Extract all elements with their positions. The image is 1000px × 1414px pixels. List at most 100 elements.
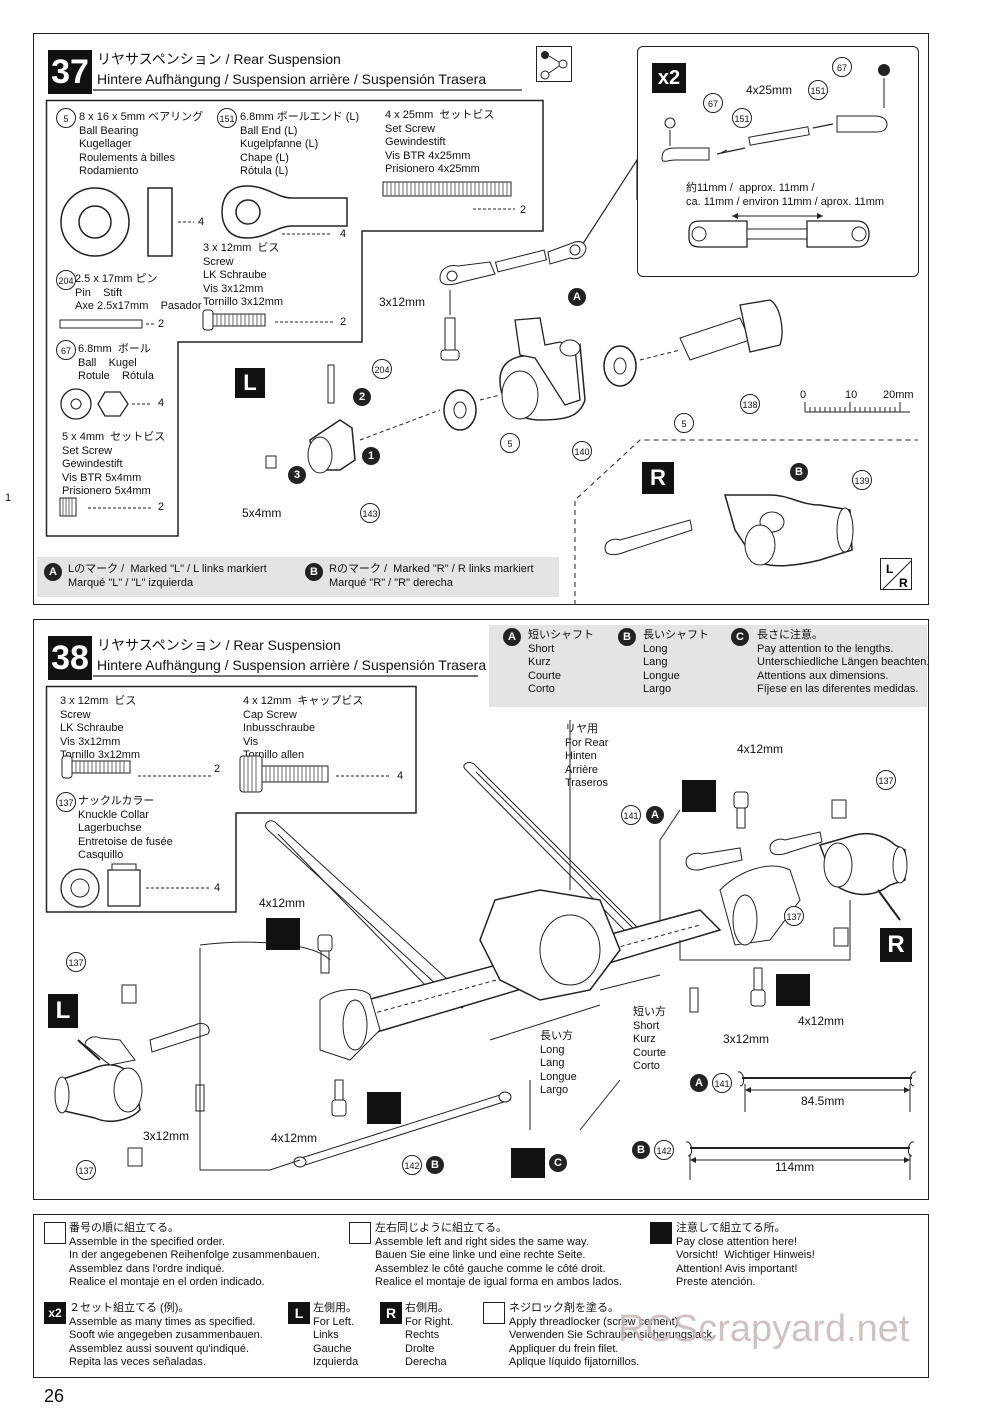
knuckle-collar-drawing — [60, 863, 210, 908]
footer-left-text: 左側用。 For Left. Links Gauche Izquierda — [313, 1302, 359, 1368]
callout-141-shaft: 141 — [712, 1073, 732, 1093]
screw-3x12-38-drawing — [61, 755, 212, 779]
approx-11mm-label: 約11mm / approx. 11mm / ca. 11mm / enviro… — [686, 182, 885, 208]
callout-67-a: 67 — [703, 93, 723, 113]
callout-140: 140 — [572, 441, 592, 461]
label-4x12-b: 4x12mm — [271, 1131, 318, 1145]
marker-c-38: C — [549, 1154, 567, 1172]
step-37-number: 37 — [48, 50, 92, 94]
callout-137-c: 137 — [876, 770, 896, 790]
threadlock-icon — [266, 918, 300, 950]
part-67-label: 6.8mm ボール Ball Kugel Rotule Rótula — [78, 343, 154, 382]
callout-138: 138 — [740, 394, 760, 414]
step-38-title-underline — [93, 675, 478, 677]
part-151-number: 151 — [217, 108, 237, 128]
footer-legend-panel — [33, 1214, 929, 1378]
callout-5-a: 5 — [500, 433, 520, 453]
dimension-114: 114mm — [775, 1160, 815, 1174]
setscrew-4x25-qty: 2 — [520, 204, 527, 216]
legend-38-a-icon: A — [503, 628, 521, 646]
setscrew-4x25-drawing — [382, 181, 515, 210]
label-3x12-b: 3x12mm — [723, 1032, 770, 1046]
callout-143: 143 — [360, 503, 380, 523]
legend-a-text: Lのマーク / Marked "L" / L links markiert Ma… — [68, 563, 267, 589]
callout-142: 142 — [402, 1155, 422, 1175]
setscrew-5x4-label: 5 x 4mm セットビス Set Screw Gewindestift Vis… — [62, 431, 166, 497]
step-order-2-icon: 2 — [353, 388, 371, 406]
marker-b-step37: B — [790, 463, 808, 481]
attention-icon — [511, 1148, 545, 1178]
threadlock-icon — [483, 1302, 505, 1324]
step-37-title-underline — [93, 89, 522, 91]
part-204-number: 204 — [56, 270, 76, 290]
step-37-main-drawing — [265, 241, 918, 605]
callout-151-a: 151 — [732, 108, 752, 128]
left-icon: L — [288, 1302, 310, 1324]
marker-b-38: B — [426, 1156, 444, 1174]
marker-a-step37: A — [568, 288, 586, 306]
right-side-mark-38: R — [880, 928, 912, 962]
step-38-legend-box — [489, 625, 927, 707]
step-38-title-jp: リヤサスペンション / Rear Suspension — [97, 637, 341, 653]
ball-drawing — [60, 388, 152, 420]
x2-icon: x2 — [44, 1302, 66, 1324]
callout-142-shaft: 142 — [654, 1140, 674, 1160]
part-137-number: 137 — [56, 792, 76, 812]
part-151-label: 6.8mm ボールエンド (L) Ball End (L) Kugelpfann… — [240, 111, 360, 177]
step-37-title-jp: リヤサスペンション / Rear Suspension — [97, 51, 341, 67]
legend-b-text: Rのマーク / Marked "R" / R links markiert Ma… — [329, 563, 534, 589]
legend-b-icon: B — [305, 563, 323, 581]
label-3x12-step37: 3x12mm — [379, 295, 426, 309]
pin-drawing — [59, 319, 156, 329]
part-204-label: 2.5 x 17mm ピン Pin Stift Axe 2.5x17mm Pas… — [75, 273, 202, 312]
ball-end-drawing — [221, 185, 348, 239]
part-5-label: 8 x 16 x 5mm ベアリング Ball Bearing Kugellag… — [79, 111, 204, 177]
screw-3x12-label: 3 x 12mm ビス Screw LK Schraube Vis 3x12mm… — [203, 242, 284, 308]
scale-ten: 10 — [845, 389, 858, 401]
legend-38-a-text: 短いシャフト Short Kurz Courte Corto — [528, 629, 594, 695]
capscrew-drawing — [239, 755, 390, 793]
callout-139: 139 — [852, 470, 872, 490]
step-38-main-drawing — [54, 720, 917, 1180]
callout-137-d: 137 — [784, 906, 804, 926]
part-67-qty: 4 — [158, 397, 165, 409]
screw-3x12-qty: 2 — [340, 316, 347, 328]
capscrew-qty: 4 — [397, 770, 404, 782]
dimension-84-5: 84.5mm — [801, 1094, 845, 1108]
legend-38-c-text: 長さに注意。 Pay attention to the lengths. Unt… — [757, 629, 930, 695]
marker-a-38: A — [646, 806, 664, 824]
screw-3x12-38-qty: 2 — [214, 763, 221, 775]
marker-b-shaft: B — [632, 1141, 650, 1159]
footer-lr-text: 左右同じように組立てる。 Assemble left and right sid… — [375, 1222, 623, 1288]
callout-204: 204 — [372, 359, 392, 379]
page-number: 26 — [44, 1386, 65, 1406]
right-icon: R — [380, 1302, 402, 1324]
part-5-qty: 4 — [198, 216, 205, 228]
step-37-title: Hintere Aufhängung / Suspension arrière … — [97, 71, 487, 87]
long-label: 長い方 Long Lang Longue Largo — [540, 1030, 577, 1096]
threadlock-icon — [776, 974, 810, 1006]
step-37-parts-box — [45, 99, 544, 537]
setscrew-5x4-drawing — [59, 497, 152, 517]
part-137-qty: 4 — [214, 882, 221, 894]
callout-141: 141 — [621, 805, 641, 825]
svg-text:R: R — [899, 576, 908, 590]
footer-right-text: 右側用。 For Right. Rechts Drolte Derecha — [405, 1302, 454, 1368]
step-38-title: Hintere Aufhängung / Suspension arrière … — [97, 657, 487, 673]
screw-3x12-38-label: 3 x 12mm ビス Screw LK Schraube Vis 3x12mm… — [60, 695, 141, 761]
callout-67-b: 67 — [832, 57, 852, 77]
watermark: RCScrapyard.net — [618, 1308, 910, 1350]
part-204-qty: 2 — [158, 318, 165, 330]
part-151-qty: 4 — [340, 228, 347, 240]
right-side-mark: R — [642, 462, 674, 494]
capscrew-label: 4 x 12mm キャップビス Cap Screw Inbusschraube … — [243, 695, 364, 761]
footer-thread-text: ネジロック剤を塗る。 Apply threadlocker (screw cem… — [509, 1302, 716, 1368]
assembly-order-icon — [44, 1222, 66, 1244]
callout-151-b: 151 — [808, 80, 828, 100]
footer-attention-text: 注意して組立てる所。 Pay close attention here! Vor… — [676, 1222, 815, 1288]
screw-3x12-drawing — [202, 309, 335, 331]
turnbuckle-assembly-drawing — [661, 64, 890, 248]
bearing-drawing — [60, 187, 194, 257]
left-side-mark: L — [235, 368, 265, 398]
